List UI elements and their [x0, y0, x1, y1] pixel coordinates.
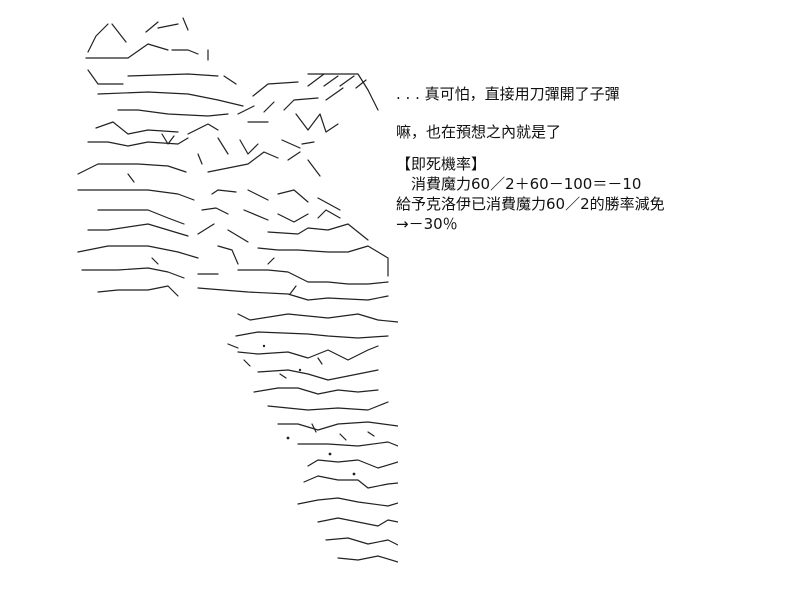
spacer — [396, 104, 792, 122]
skill-box-title: 【即死機率】 — [396, 155, 487, 173]
dialogue-line-1: . . . 真可怕，直接用刀彈開了子彈 — [396, 85, 620, 103]
skill-box-line-1: 消費魔力60／2＋60－100＝－10 — [396, 175, 642, 193]
ascii-art-illustration — [77, 17, 398, 563]
skill-box-line-3: →－30％ — [396, 215, 458, 233]
skill-box-line-2: 給予克洛伊已消費魔力60／2的勝率減免 — [396, 195, 665, 213]
narration-text: . . . 真可怕，直接用刀彈開了子彈 嘛，也在預想之內就是了 【即死機率】 消… — [396, 84, 792, 234]
dialogue-line-2: 嘛，也在預想之內就是了 — [396, 123, 562, 141]
ascii-art-figure — [68, 14, 398, 574]
spacer — [396, 142, 792, 154]
